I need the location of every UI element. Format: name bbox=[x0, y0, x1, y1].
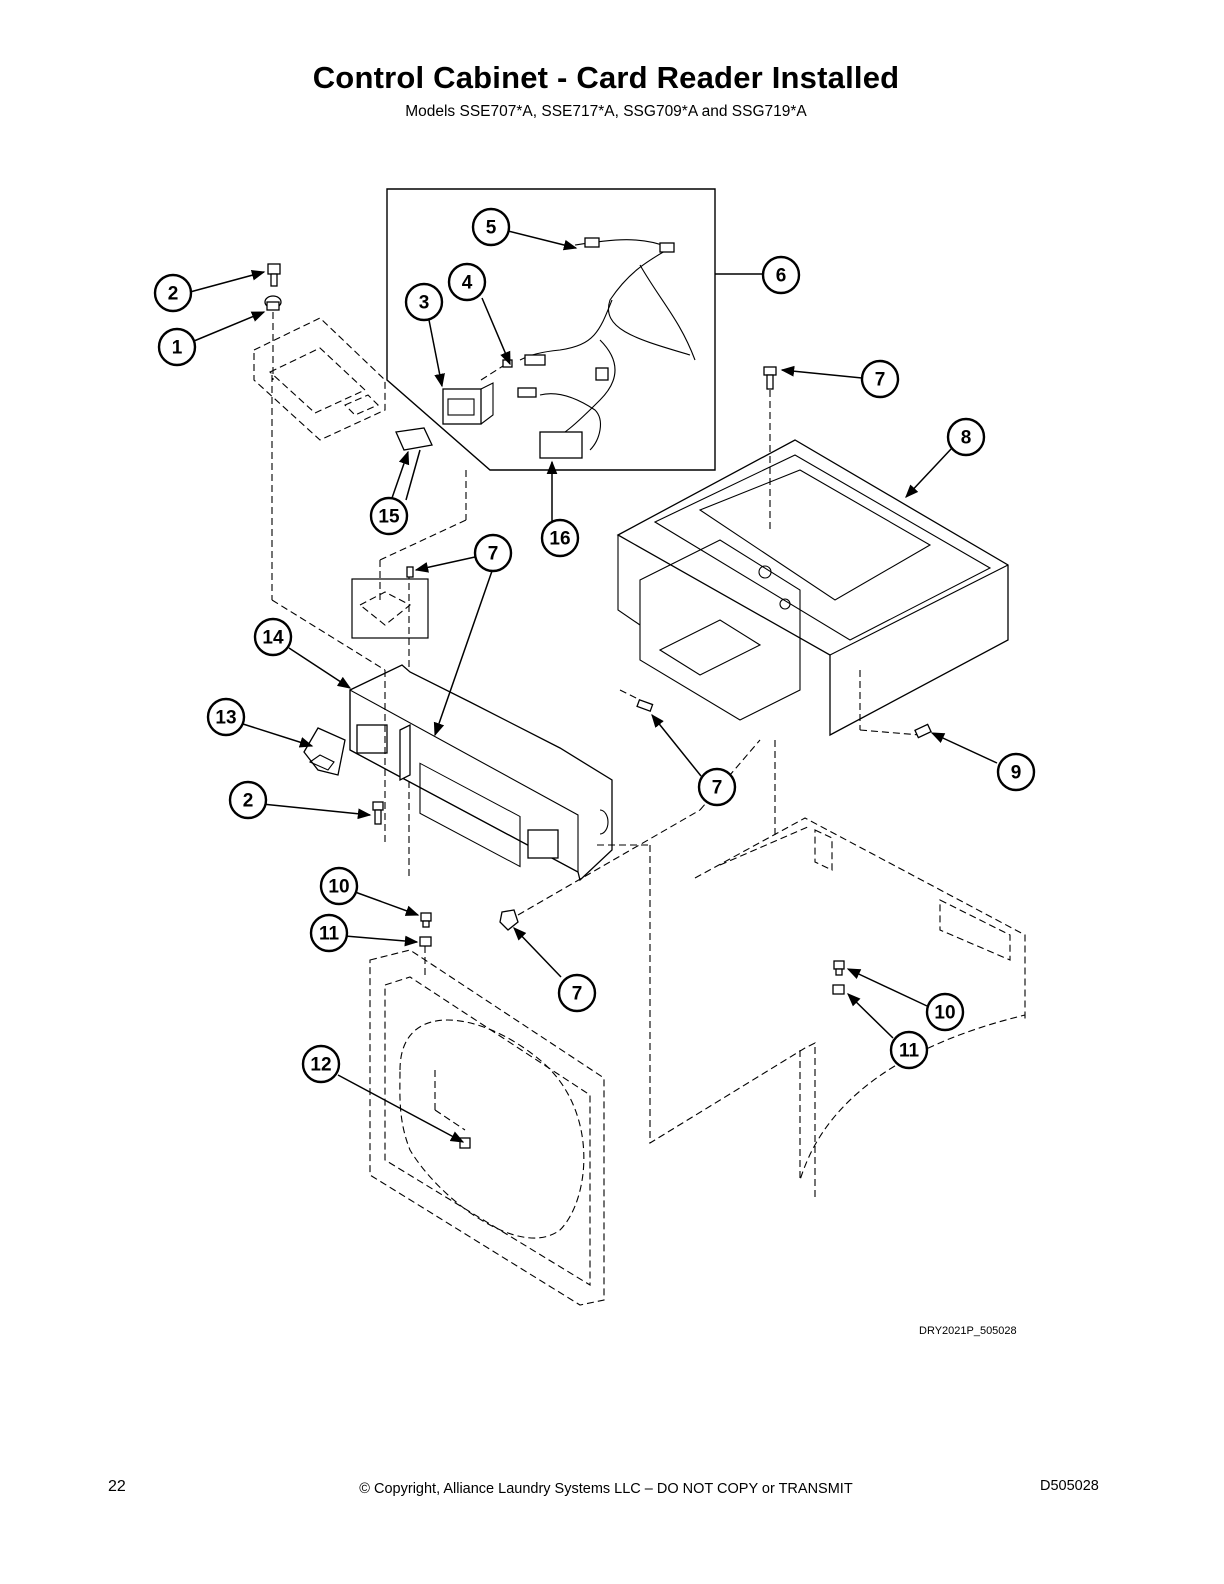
svg-text:9: 9 bbox=[1011, 763, 1022, 784]
front-panel-outline bbox=[369, 949, 605, 1306]
callout-3: 3 bbox=[404, 282, 444, 322]
callout-11-left: 11 bbox=[309, 913, 349, 953]
svg-text:5: 5 bbox=[486, 218, 497, 239]
callout-2: 2 bbox=[153, 273, 193, 313]
svg-text:1: 1 bbox=[172, 338, 183, 359]
callout-8: 8 bbox=[946, 417, 986, 457]
callout-12: 12 bbox=[301, 1044, 341, 1084]
page-subtitle: Models SSE707*A, SSE717*A, SSG709*A and … bbox=[405, 103, 807, 120]
upper-panel-outline bbox=[253, 317, 467, 671]
control-panel-part bbox=[349, 664, 613, 882]
svg-text:11: 11 bbox=[319, 924, 340, 945]
inset-harness-box bbox=[386, 188, 716, 471]
screws-7-and-9 bbox=[406, 366, 932, 931]
callout-13: 13 bbox=[206, 697, 246, 737]
svg-text:12: 12 bbox=[310, 1055, 331, 1076]
svg-text:10: 10 bbox=[328, 877, 349, 898]
callout-7-mid: 7 bbox=[697, 767, 737, 807]
drawing-id: DRY2021P_505028 bbox=[919, 1325, 1017, 1337]
svg-text:8: 8 bbox=[961, 428, 972, 449]
callout-7-top-right: 7 bbox=[860, 359, 900, 399]
callout-4: 4 bbox=[447, 262, 487, 302]
bolt-and-washer-top bbox=[264, 263, 282, 380]
svg-text:2: 2 bbox=[243, 791, 254, 812]
callout-15: 15 bbox=[369, 496, 409, 536]
callout-11-right: 11 bbox=[889, 1030, 929, 1070]
svg-text:15: 15 bbox=[378, 507, 400, 528]
lower-cabinet-outline bbox=[597, 740, 1026, 1200]
svg-text:10: 10 bbox=[934, 1003, 955, 1024]
svg-text:13: 13 bbox=[215, 708, 236, 729]
svg-text:14: 14 bbox=[262, 628, 284, 649]
callout-10-left: 10 bbox=[319, 866, 359, 906]
callout-7-bottom: 7 bbox=[557, 973, 597, 1013]
svg-text:4: 4 bbox=[462, 273, 473, 294]
callout-2-lower: 2 bbox=[228, 780, 268, 820]
svg-text:3: 3 bbox=[419, 293, 430, 314]
svg-text:7: 7 bbox=[875, 370, 886, 391]
screws-10-11 bbox=[419, 912, 845, 995]
copyright-notice: © Copyright, Alliance Laundry Systems LL… bbox=[359, 1481, 853, 1497]
callout-6: 6 bbox=[761, 255, 801, 295]
bracket-13-part bbox=[303, 727, 346, 776]
svg-text:7: 7 bbox=[488, 544, 499, 565]
callout-7-center: 7 bbox=[473, 533, 513, 573]
callout-16: 16 bbox=[540, 518, 580, 558]
card-label-part bbox=[395, 427, 433, 451]
document-number: D505028 bbox=[1040, 1478, 1099, 1494]
page-title: Control Cabinet - Card Reader Installed bbox=[312, 60, 900, 95]
bolt-lower-left bbox=[372, 801, 384, 825]
callout-1: 1 bbox=[157, 327, 197, 367]
svg-text:16: 16 bbox=[549, 529, 570, 550]
svg-text:2: 2 bbox=[168, 284, 179, 305]
main-cabinet-part bbox=[616, 390, 1009, 737]
callout-14: 14 bbox=[253, 617, 293, 657]
callout-5: 5 bbox=[471, 207, 511, 247]
svg-text:11: 11 bbox=[899, 1041, 920, 1062]
svg-text:7: 7 bbox=[572, 984, 583, 1005]
svg-text:6: 6 bbox=[776, 266, 787, 287]
svg-text:7: 7 bbox=[712, 778, 723, 799]
callout-leaders bbox=[189, 230, 998, 1143]
callout-10-right: 10 bbox=[925, 992, 965, 1032]
page-number: 22 bbox=[108, 1478, 126, 1495]
callout-9: 9 bbox=[996, 752, 1036, 792]
